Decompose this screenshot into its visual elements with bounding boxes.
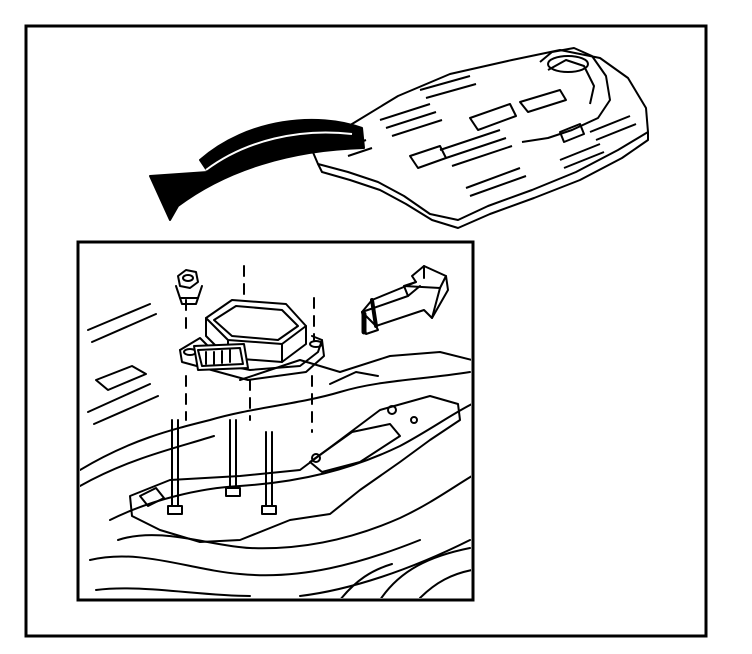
nut-icon (175, 269, 203, 305)
curved-arrow-highlight (205, 131, 353, 171)
forward-arrow-icon (361, 265, 449, 335)
mounting-studs (167, 419, 277, 515)
control-module (179, 299, 325, 381)
curved-arrow-icon (149, 118, 365, 221)
detail-inset (76, 240, 475, 602)
vehicle-floor-pan (311, 47, 649, 229)
mounting-pad (129, 395, 461, 543)
